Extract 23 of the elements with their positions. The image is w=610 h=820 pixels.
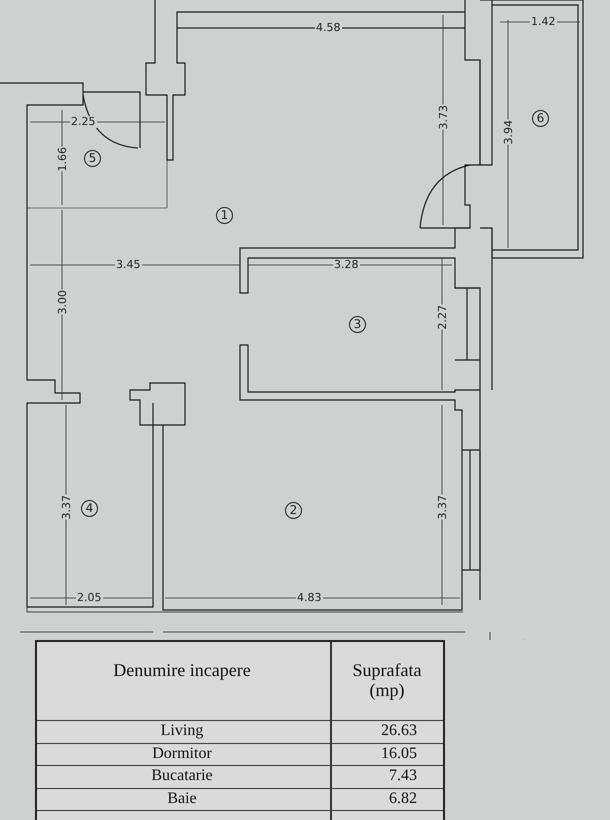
room-number: 1 (216, 207, 233, 224)
room-name: Living (160, 722, 204, 740)
dimension-label: 2.05 (76, 592, 102, 604)
room-number: 6 (532, 110, 549, 127)
room-number: 5 (84, 150, 101, 167)
room-number: 4 (81, 500, 98, 517)
dimension-label: 4.83 (296, 592, 322, 604)
column-header: Suprafata (mp) (352, 660, 422, 700)
room-name: Bucatarie (150, 767, 214, 785)
dimension-label: 4.58 (315, 22, 342, 34)
dimension-label: 3.45 (115, 259, 142, 271)
room-name: Baie (166, 790, 198, 808)
dimension-label: 3.28 (333, 259, 360, 271)
area-value: 16.05 (380, 745, 417, 763)
column-header: Denumire incapere (112, 660, 252, 680)
area-value: 7.43 (388, 767, 417, 785)
area-value: 6.82 (388, 790, 417, 808)
room-number: 2 (285, 502, 302, 519)
room-number: 3 (349, 316, 366, 333)
area-value: 26.63 (380, 722, 417, 740)
dimension-label: 2.25 (70, 116, 96, 128)
room-name: Dormitor (151, 745, 213, 763)
dimension-label: 1.42 (530, 16, 556, 28)
